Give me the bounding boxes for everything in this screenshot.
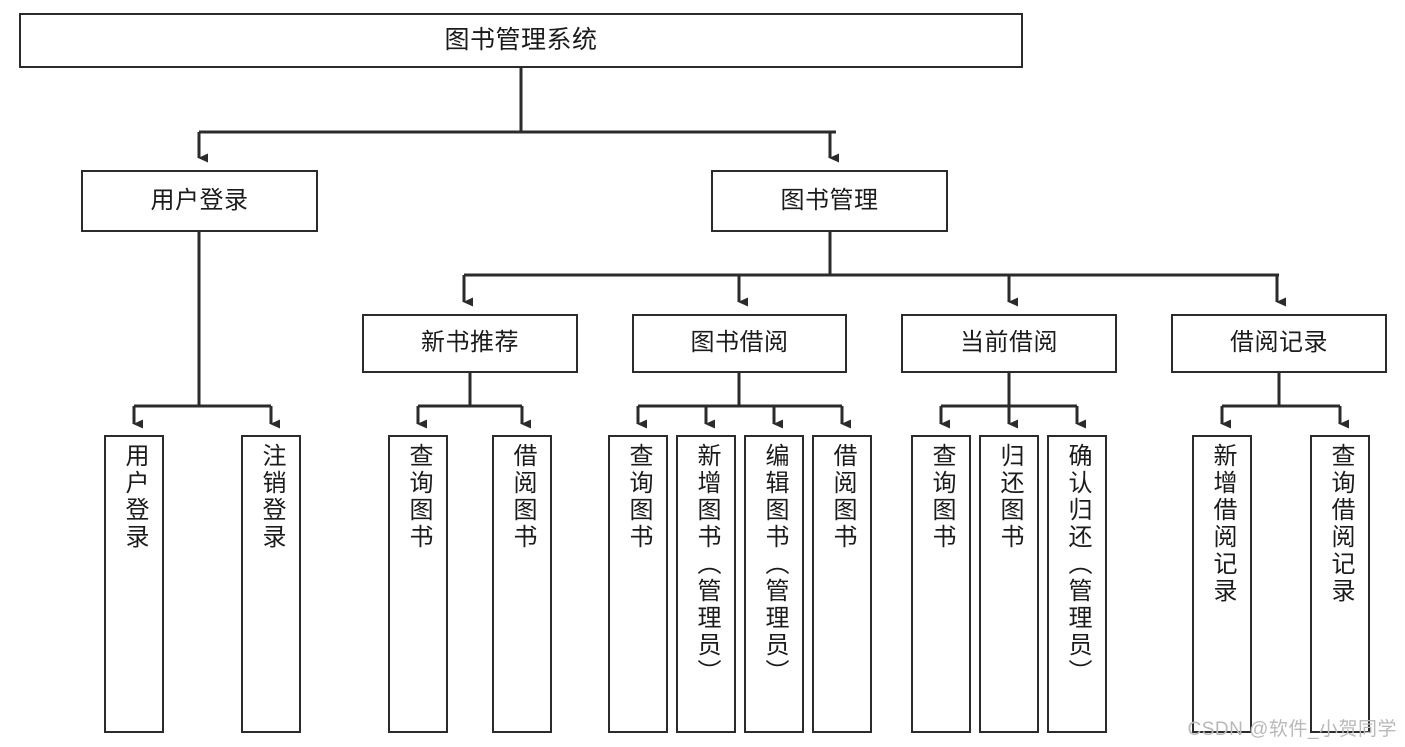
edges-book-mgmt-to-level3 (462, 232, 1286, 307)
node-label: 借阅记录 (1230, 329, 1328, 357)
node-label: 图书借阅 (690, 329, 789, 357)
node-user-login[interactable]: 用户登录 (81, 170, 318, 232)
leaf-new-book-borrow[interactable]: 借阅图书 (492, 435, 552, 733)
edges-book-borrow-to-leaves (636, 373, 851, 429)
node-current-borrow[interactable]: 当前借阅 (901, 314, 1117, 373)
node-label: 归还图书 (996, 443, 1023, 551)
node-label: 查询图书 (928, 443, 955, 551)
watermark-text: CSDN @软件_小贺同学 (1187, 719, 1397, 740)
node-label: 查询图书 (625, 443, 652, 551)
node-label: 用户登录 (150, 186, 249, 214)
node-label: 用户登录 (121, 443, 148, 551)
leaf-current-query-book[interactable]: 查询图书 (911, 435, 971, 733)
node-label: 图书管理系统 (444, 25, 598, 54)
leaf-record-query-borrow-record[interactable]: 查询借阅记录 (1310, 435, 1370, 733)
leaf-borrow-add-book-admin[interactable]: 新增图书（管理员） (676, 435, 736, 733)
node-book-management[interactable]: 图书管理 (711, 170, 948, 232)
leaf-new-book-query[interactable]: 查询图书 (388, 435, 448, 733)
edges-root-to-level2 (197, 68, 839, 163)
leaf-record-add-borrow-record[interactable]: 新增借阅记录 (1192, 435, 1252, 733)
node-label: 当前借阅 (960, 329, 1058, 357)
node-label: 编辑图书（管理员） (761, 443, 788, 686)
node-label: 借阅图书 (829, 443, 856, 551)
node-label: 借阅图书 (509, 443, 536, 551)
edges-current-borrow-to-leaves (939, 373, 1086, 429)
edges-user-login-to-leaves (132, 232, 280, 429)
leaf-user-login[interactable]: 用户登录 (104, 435, 164, 733)
node-label: 注销登录 (258, 443, 285, 551)
node-book-borrow[interactable]: 图书借阅 (632, 314, 847, 373)
node-label: 图书管理 (780, 186, 879, 214)
leaf-borrow-book[interactable]: 借阅图书 (812, 435, 872, 733)
node-label: 查询借阅记录 (1327, 443, 1354, 605)
node-root-book-management-system[interactable]: 图书管理系统 (19, 13, 1023, 68)
node-new-book-recommend[interactable]: 新书推荐 (362, 314, 578, 373)
edges-new-book-to-leaves (416, 373, 531, 429)
node-label: 确认归还（管理员） (1064, 443, 1091, 686)
leaf-current-confirm-return-admin[interactable]: 确认归还（管理员） (1047, 435, 1107, 733)
leaf-current-return-book[interactable]: 归还图书 (979, 435, 1039, 733)
edges-borrow-record-to-leaves (1220, 373, 1349, 429)
node-label: 查询图书 (405, 443, 432, 551)
node-label: 新书推荐 (421, 329, 519, 357)
leaf-user-logout[interactable]: 注销登录 (241, 435, 301, 733)
leaf-borrow-edit-book-admin[interactable]: 编辑图书（管理员） (744, 435, 804, 733)
node-label: 新增图书（管理员） (693, 443, 720, 686)
node-borrow-record[interactable]: 借阅记录 (1171, 314, 1387, 373)
node-label: 新增借阅记录 (1209, 443, 1236, 605)
leaf-borrow-query-book[interactable]: 查询图书 (608, 435, 668, 733)
